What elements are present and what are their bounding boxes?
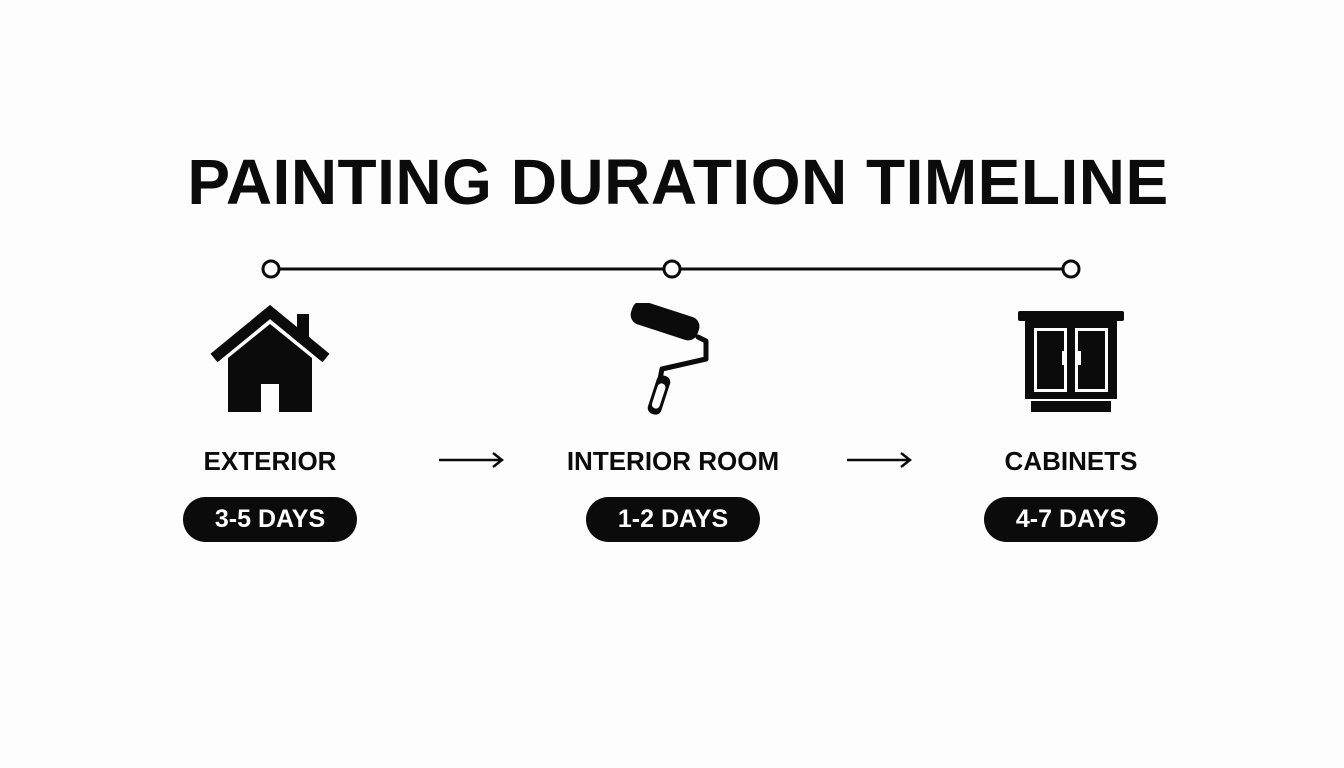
timeline-node [662,259,682,279]
duration-badge: 1-2 DAYS [586,497,760,542]
stage-cabinets: CABINETS 4-7 DAYS [941,0,1201,768]
timeline-node [261,259,281,279]
stage-interior-room: INTERIOR ROOM 1-2 DAYS [543,0,803,768]
duration-badge: 3-5 DAYS [183,497,357,542]
stage-label: INTERIOR ROOM [566,446,780,476]
timeline-node [1061,259,1081,279]
house-icon [210,304,330,412]
cabinet-icon [1018,311,1124,412]
page-title: PAINTING DURATION TIMELINE [187,146,1169,218]
stage-label: CABINETS [1004,446,1138,476]
arrow-right-icon [439,452,505,468]
stage-exterior: EXTERIOR 3-5 DAYS [140,0,400,768]
stage-label: EXTERIOR [203,446,337,476]
arrow-right-icon [847,452,913,468]
duration-badge: 4-7 DAYS [984,497,1158,542]
paint-roller-icon [630,303,709,415]
